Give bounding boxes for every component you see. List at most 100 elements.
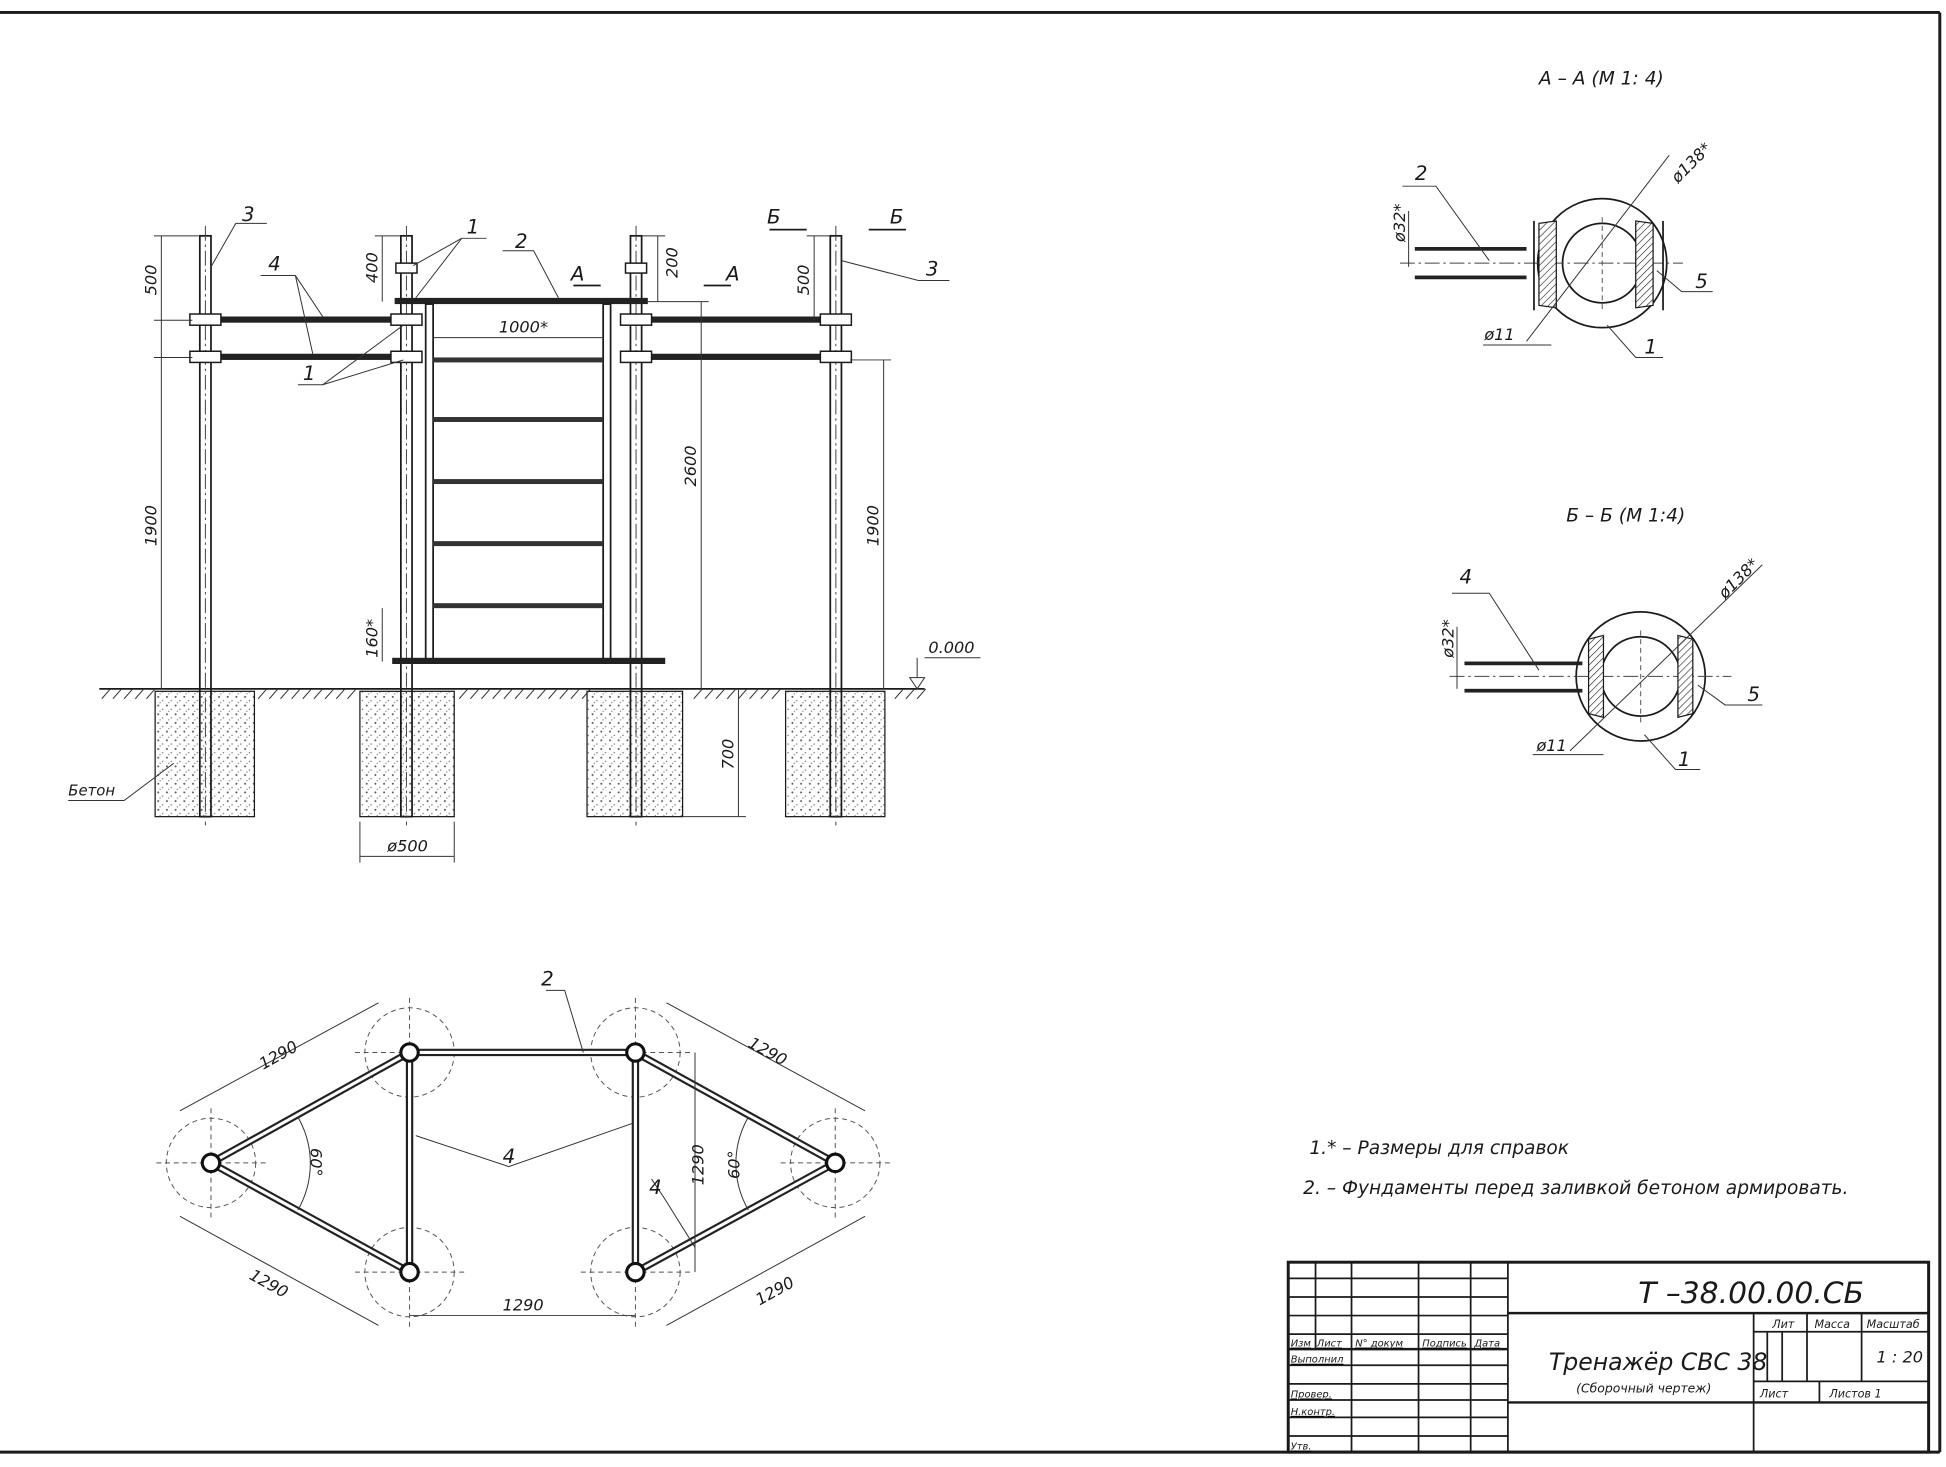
foundation-2 bbox=[359, 690, 455, 818]
ground-hatch bbox=[481, 688, 491, 700]
sheet-label: Лист bbox=[1759, 1387, 1789, 1400]
designation: Т –38.00.00.СБ bbox=[1638, 1276, 1864, 1311]
ground-hatch bbox=[559, 688, 569, 700]
section-aa: А – А (М 1: 4) ø32* ø138* ø11 2 5 1 bbox=[1390, 68, 1715, 358]
posts bbox=[198, 225, 843, 826]
section-bb-dia-outer: ø138* bbox=[1714, 554, 1763, 603]
ladder bbox=[392, 303, 666, 664]
title-block: Т –38.00.00.СБ Тренажёр СВС 38 (Сборочны… bbox=[1286, 1260, 1931, 1454]
plan-view: 1290 1290 1290 1290 1290 1290 60° 60° 2 … bbox=[156, 967, 890, 1327]
dim-1000: 1000* bbox=[499, 318, 548, 337]
ground-hatch bbox=[112, 688, 122, 700]
ground-hatch bbox=[335, 688, 346, 700]
role-checked: Провер. bbox=[1291, 1389, 1332, 1400]
label-section-b-left: Б bbox=[767, 205, 781, 228]
scale-value: 1 : 20 bbox=[1877, 1348, 1923, 1367]
scale-label: Масштаб bbox=[1867, 1318, 1920, 1331]
plan-dim-bottom: 1290 bbox=[503, 1296, 544, 1315]
ground-hatch bbox=[302, 688, 312, 700]
label-clamp-left: 1 bbox=[303, 362, 316, 385]
role-performed: Выполнил bbox=[1291, 1355, 1344, 1366]
leader-lines bbox=[68, 222, 950, 802]
ground-hatch bbox=[257, 688, 268, 700]
plan-dim-top-right: 1290 bbox=[745, 1033, 790, 1070]
ground-hatch bbox=[726, 688, 737, 700]
note-1: 1.* – Размеры для справок bbox=[1309, 1138, 1569, 1159]
lit-label: Лит bbox=[1771, 1318, 1795, 1331]
ground-hatch bbox=[738, 688, 748, 700]
label-section-b-right: Б bbox=[890, 205, 904, 228]
dim-700: 700 bbox=[718, 739, 737, 770]
front-view: 500 1900 400 200 500 1900 2600 1000* 160… bbox=[68, 203, 981, 863]
ground-hatch bbox=[101, 688, 111, 700]
ground-hatch bbox=[123, 688, 134, 700]
foundation-3 bbox=[586, 690, 684, 818]
dim-160: 160* bbox=[362, 619, 381, 658]
plan-item-top-bar: 2 bbox=[541, 967, 554, 990]
col-header-list: Лист bbox=[1316, 1339, 1342, 1350]
ground-hatch bbox=[704, 688, 714, 700]
section-bb-title: Б – Б (М 1:4) bbox=[1566, 505, 1685, 526]
ground-hatch bbox=[268, 688, 279, 700]
label-concrete: Бетон bbox=[68, 782, 115, 800]
plan-angle-right: 60° bbox=[725, 1150, 744, 1179]
clamps bbox=[189, 262, 853, 364]
ground-line bbox=[99, 687, 927, 700]
ground-hatch bbox=[570, 688, 580, 700]
section-bb-item-clamp: 1 bbox=[1678, 748, 1691, 771]
plan-dim-vertical: 1290 bbox=[689, 1144, 708, 1185]
section-bb-item-bolt: 5 bbox=[1747, 683, 1760, 706]
role-norm-control: Н.контр. bbox=[1291, 1407, 1335, 1418]
dim-500-left: 500 bbox=[141, 265, 160, 296]
plan-angle-left: 60° bbox=[306, 1148, 325, 1177]
dimension-lines bbox=[153, 235, 981, 863]
label-top-bar: 2 bbox=[515, 230, 528, 253]
ground-hatch bbox=[548, 688, 558, 700]
plan-item-bars: 4 bbox=[503, 1145, 516, 1168]
ground-hatch bbox=[291, 688, 301, 700]
label-post-right: 3 bbox=[926, 258, 939, 281]
ground-hatch bbox=[894, 688, 904, 700]
label-clamp-top: 1 bbox=[467, 215, 480, 238]
section-aa-dia-outer: ø138* bbox=[1667, 139, 1716, 188]
section-bb: Б – Б (М 1:4) ø32* ø138* ø11 4 5 1 bbox=[1438, 505, 1763, 771]
label-bars: 4 bbox=[268, 253, 281, 276]
section-aa-item-pipe: 2 bbox=[1415, 162, 1428, 185]
ground-hatch bbox=[347, 688, 357, 700]
ground-hatch bbox=[313, 688, 324, 700]
section-aa-dia-pipe: ø32* bbox=[1390, 204, 1409, 243]
dim-1900-right: 1900 bbox=[864, 505, 883, 546]
foundation-4 bbox=[784, 690, 886, 818]
section-aa-item-clamp: 1 bbox=[1644, 336, 1657, 359]
dim-2600: 2600 bbox=[681, 445, 700, 486]
ground-hatch bbox=[771, 688, 782, 700]
ground-hatch bbox=[760, 688, 770, 700]
ground-hatch bbox=[458, 688, 469, 700]
label-section-a-right: А bbox=[724, 263, 740, 286]
sheets-label: Листов 1 bbox=[1828, 1387, 1881, 1400]
ground-hatch bbox=[749, 688, 759, 700]
ground-hatch bbox=[905, 688, 916, 700]
product-name: Тренажёр СВС 38 bbox=[1549, 1348, 1768, 1376]
notes: 1.* – Размеры для справок 2. – Фундамент… bbox=[1303, 1138, 1848, 1199]
dim-200: 200 bbox=[663, 247, 682, 278]
dim-400: 400 bbox=[362, 252, 381, 283]
dimension-texts: 500 1900 400 200 500 1900 2600 1000* 160… bbox=[141, 247, 974, 855]
dim-foundation-diameter: ø500 bbox=[386, 836, 428, 855]
dim-1900-left: 1900 bbox=[141, 505, 160, 546]
ground-hatch bbox=[715, 688, 726, 700]
horizontal-bars bbox=[192, 297, 851, 360]
ground-hatch bbox=[134, 688, 145, 700]
section-bb-dia-bolt: ø11 bbox=[1535, 736, 1566, 755]
section-aa-title: А – А (М 1: 4) bbox=[1538, 68, 1664, 89]
col-header-izm: Изм bbox=[1291, 1339, 1312, 1350]
label-section-a-left: А bbox=[569, 263, 585, 286]
ground-hatch bbox=[146, 688, 156, 700]
ground-hatch bbox=[514, 688, 525, 700]
section-aa-item-bolt: 5 bbox=[1695, 270, 1708, 293]
ground-level-mark: 0.000 bbox=[928, 638, 974, 657]
drawing-type: (Сборочный чертеж) bbox=[1576, 1381, 1711, 1396]
col-header-sign: Подпись bbox=[1422, 1339, 1467, 1350]
label-post-left: 3 bbox=[242, 203, 255, 226]
